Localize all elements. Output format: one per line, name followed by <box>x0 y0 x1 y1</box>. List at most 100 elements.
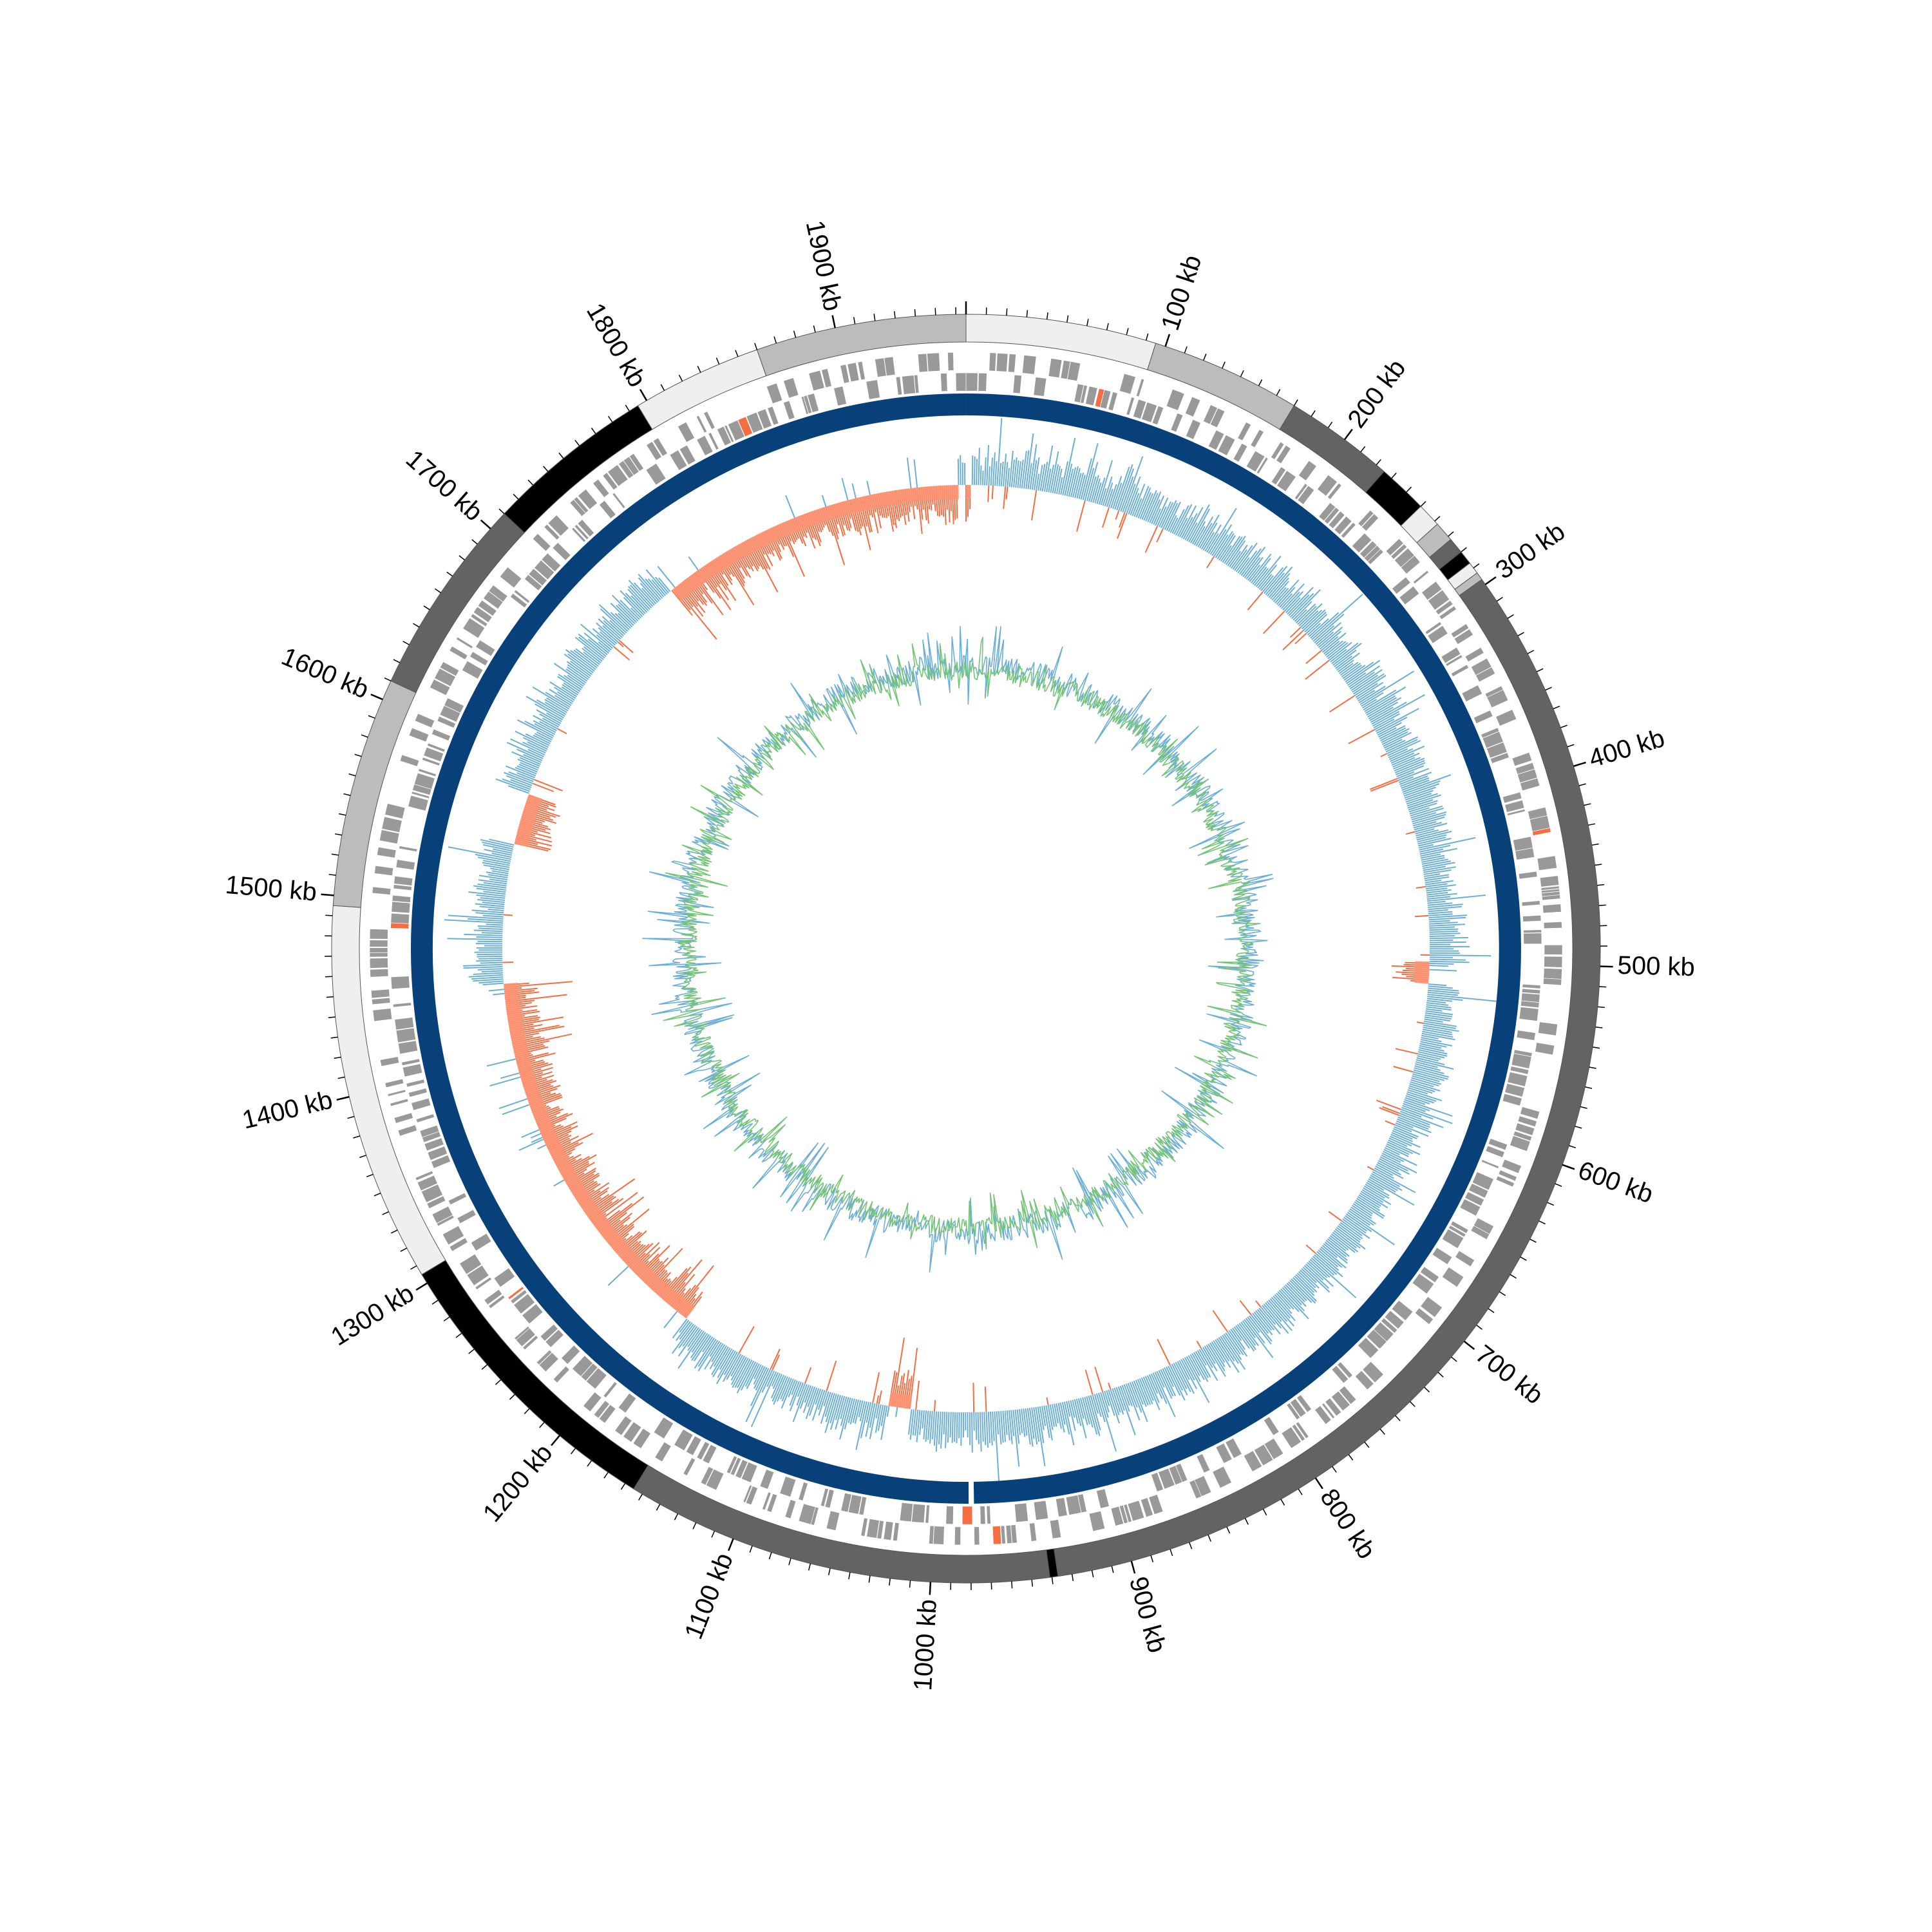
feature-block <box>683 1457 696 1476</box>
feature-block <box>574 524 589 540</box>
minor-tick <box>1595 1026 1603 1028</box>
skew-bar <box>1102 507 1110 528</box>
feature-block <box>522 1303 544 1325</box>
skew-bar <box>1162 500 1177 529</box>
skew-bar <box>1376 1164 1404 1179</box>
skew-bar <box>1010 459 1015 488</box>
skew-bar <box>1387 1141 1414 1155</box>
feature-block <box>847 362 860 383</box>
minor-tick <box>1106 323 1109 330</box>
skew-bar <box>1348 1209 1370 1226</box>
skew-bar <box>1240 548 1262 576</box>
feature-block <box>726 1455 738 1474</box>
skew-bar <box>1327 1238 1350 1257</box>
skew-bar <box>1283 1285 1302 1305</box>
skew-bar <box>473 972 504 975</box>
tick-label-1600kb: 1600 kb <box>278 642 373 704</box>
skew-bar <box>1361 699 1378 709</box>
skew-bar <box>1090 475 1099 502</box>
skew-bar <box>1337 1225 1361 1243</box>
skew-bar <box>516 772 535 781</box>
skew-bar <box>1402 1104 1453 1124</box>
skew-bar <box>1390 745 1425 762</box>
minor-tick <box>328 1016 336 1019</box>
feature-block <box>858 1496 867 1516</box>
skew-bar <box>1396 1120 1414 1129</box>
skew-bar <box>1356 681 1384 700</box>
skew-bar <box>1186 522 1198 542</box>
skew-bar <box>746 1363 760 1390</box>
skew-bar <box>1305 650 1322 664</box>
skew-bar <box>1401 777 1430 789</box>
feature-block <box>779 1476 797 1497</box>
feature-block <box>1296 1394 1312 1413</box>
skew-bar <box>1253 1311 1273 1336</box>
minor-tick <box>1364 1441 1370 1448</box>
skew-bar <box>1429 969 1457 972</box>
skew-bar <box>1208 1343 1226 1372</box>
feature-block <box>1243 1450 1263 1472</box>
skew-bar <box>1369 706 1394 721</box>
feature-block <box>462 660 484 679</box>
skew-bar <box>817 1390 826 1410</box>
skew-bar <box>1146 1375 1160 1403</box>
skew-bar <box>448 846 511 860</box>
skew-bar <box>1414 1065 1444 1074</box>
feature-block <box>989 352 997 372</box>
minor-tick <box>1584 803 1591 806</box>
minor-tick <box>591 427 596 434</box>
minor-tick <box>524 1408 530 1414</box>
skew-bar <box>1415 828 1435 835</box>
skew-bar <box>971 455 974 486</box>
skew-bar <box>1415 1063 1441 1071</box>
feature-block <box>992 1526 1002 1545</box>
feature-block <box>766 1493 778 1513</box>
skew-bar <box>1298 1271 1316 1289</box>
skew-bar <box>1090 1395 1101 1431</box>
feature-block <box>1544 944 1563 955</box>
skew-bar <box>1080 458 1092 500</box>
skew-bar <box>1012 1410 1020 1467</box>
skew-bar <box>1421 857 1445 863</box>
skew-bar <box>745 1368 772 1423</box>
minor-tick <box>1189 1542 1193 1549</box>
skew-bar <box>1401 779 1430 791</box>
skew-bar <box>1195 1350 1211 1378</box>
minor-tick <box>558 452 564 459</box>
skew-bar <box>1115 1387 1125 1411</box>
feature-block <box>1271 441 1285 460</box>
skew-bar <box>1076 500 1086 532</box>
skew-bar <box>1314 625 1335 643</box>
minor-tick <box>1451 1356 1457 1362</box>
skew-bar <box>1423 866 1456 873</box>
feature-block <box>1472 1171 1494 1191</box>
gc-content-track <box>642 626 1274 1273</box>
skew-bar <box>489 838 515 846</box>
skew-bar <box>1092 478 1101 503</box>
skew-bar <box>482 841 514 850</box>
skew-bar <box>1235 1325 1255 1352</box>
skew-bar <box>1405 793 1432 803</box>
skew-bar <box>480 838 514 848</box>
skew-bar <box>1310 612 1340 639</box>
feature-block <box>1158 1468 1175 1490</box>
feature-block <box>1481 727 1500 739</box>
skew-bar <box>488 989 504 992</box>
feature-block <box>1245 450 1265 473</box>
feature-block <box>1328 511 1345 529</box>
feature-block <box>413 772 435 790</box>
skew-bar <box>737 1359 753 1388</box>
minor-tick <box>1545 687 1552 691</box>
feature-block <box>397 1124 417 1137</box>
skew-bar <box>1408 1085 1433 1094</box>
skew-negative-band <box>1414 961 1430 984</box>
skew-bar <box>467 918 504 922</box>
skew-bar <box>799 1385 810 1409</box>
feature-block <box>1542 978 1562 986</box>
feature-block <box>553 1365 570 1383</box>
skew-bar <box>610 602 634 626</box>
skew-bar <box>558 674 582 690</box>
skew-bar <box>1278 587 1296 607</box>
